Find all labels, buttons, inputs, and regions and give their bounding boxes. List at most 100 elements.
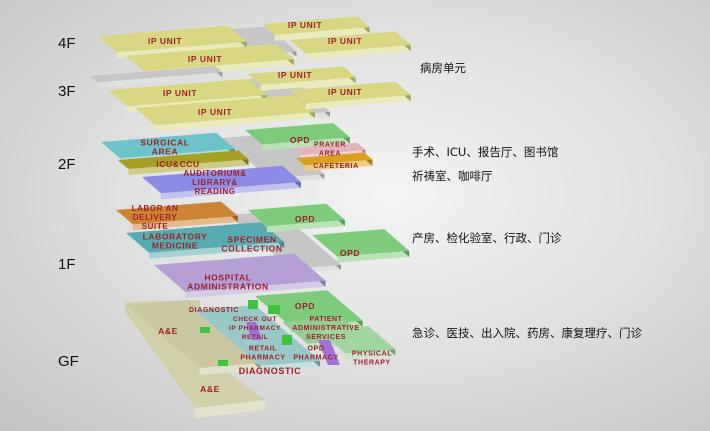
ip-unit-3f-c-front-face (154, 112, 315, 132)
ip-unit-4f-d-top-face (290, 31, 411, 54)
opd-1f-a-front-face (266, 219, 345, 233)
floor-label-gf: GF (58, 353, 79, 370)
corridor-2f-top-face (222, 133, 325, 179)
corridor-3f-left-top-face (90, 66, 223, 83)
description-gf: 急诊、医技、出入院、药房、康复理疗、门诊 (412, 326, 642, 340)
hospital-administration (154, 253, 326, 298)
opd-1f-a-top-face (248, 203, 345, 227)
opd-pharmacy-label-line: OPD (308, 346, 325, 353)
prayer-area-label-line: PRAYER (314, 142, 346, 149)
patient-admin-label: PATIENT ADMINISTRATIVE SERVICES (292, 316, 359, 341)
auditorium-label-line: READING (194, 187, 235, 196)
retail-pharmacy-label-line: RETAIL (249, 346, 277, 353)
corridor-3f-left-front-face (97, 72, 223, 88)
ip-unit-label: IP UNIT (328, 36, 362, 46)
laboratory-medicine-top-face (126, 222, 285, 253)
ip-unit-3f-a-top-face (108, 78, 267, 107)
a-and-e-main-front-face (199, 363, 262, 375)
ip-unit-label: IP UNIT (288, 20, 322, 30)
green-marker (218, 360, 228, 366)
retail-pharmacy-label-line: PHARMACY (240, 355, 285, 362)
ip-unit-3f-b-top-face (248, 66, 356, 85)
labor-delivery-suite-front-face (132, 216, 238, 231)
icu-ccu-top-face (118, 150, 249, 169)
ip-unit-3f-d (290, 81, 411, 110)
a-and-e-main-top-face (126, 300, 262, 368)
labor-delivery-suite-top-face (116, 201, 238, 225)
opd-2f-front-face (261, 137, 350, 151)
pharmacy-pillar (318, 340, 340, 365)
patient-admin-label-line: ADMINISTRATIVE (292, 325, 359, 332)
auditorium-library-front-face (160, 182, 301, 200)
opd-label: OPD (295, 301, 315, 311)
green-marker (248, 300, 258, 309)
floor-label-3f: 3F (58, 83, 76, 100)
labor-delivery-label-line: LABOR AN (132, 204, 179, 213)
auditorium-label-line: AUDITORIUM& (183, 169, 246, 178)
floor-label-4f: 4F (58, 35, 76, 52)
ip-unit-4f-c-top-face (126, 44, 294, 72)
auditorium-library (142, 165, 301, 200)
physical-therapy-label-line: THERAPY (353, 360, 391, 367)
description-2f-line2: 祈祷室、咖啡厅 (412, 169, 493, 183)
ip-unit-label: IP UNIT (163, 88, 197, 98)
labor-delivery-label-line: DELIVERY (133, 213, 178, 222)
green-marker (282, 335, 292, 345)
ip-unit-4f-b-top-face (262, 16, 370, 35)
ip-unit-3f-b-front-face (260, 77, 356, 91)
ip-unit-4f-a-front-face (116, 41, 247, 59)
surgical-area-top-face (101, 132, 235, 159)
ip-unit-3f-b (248, 66, 356, 91)
icu-ccu-label: ICU&CCU (156, 159, 199, 169)
specimen-collection-label-line: COLLECTION (221, 244, 282, 254)
a-and-e-front-face (195, 400, 265, 418)
pharmacy-pillar (246, 322, 262, 340)
icu-ccu (118, 150, 249, 175)
ip-unit-3f-c-top-face (135, 95, 315, 126)
surgical-area-label-line: SURGICAL (140, 138, 189, 148)
checkout-pharmacy-label-line: IP PHARMACY (229, 325, 281, 332)
hospital-administration-label-line: HOSPITAL (204, 273, 251, 283)
description-1f: 产房、检化验室、行政、门诊 (412, 231, 562, 245)
opd-pharmacy-label: OPD PHARMACY (293, 346, 338, 362)
surgical-area-label-line: AREA (152, 147, 179, 157)
hospital-administration-label-line: ADMINISTRATION (187, 282, 268, 292)
diagnostic-front-face (260, 361, 321, 372)
laboratory-medicine (126, 222, 285, 259)
checkout-pharmacy-label-line: CHECK OUT (233, 316, 277, 323)
ip-unit-label: IP UNIT (148, 36, 182, 46)
ip-unit-3f-d-top-face (290, 81, 411, 104)
patient-admin-label-line: SERVICES (306, 334, 346, 341)
physical-therapy-front-face (345, 349, 396, 360)
ip-unit-label: IP UNIT (278, 70, 312, 80)
description-upper-floors: 病房单元 (420, 61, 466, 75)
ip-unit-4f-a-top-face (98, 25, 247, 53)
corridor-3f-left (90, 66, 223, 88)
floor-label-1f: 1F (58, 256, 76, 273)
laboratory-medicine-label-line: LABORATORY (143, 232, 208, 242)
laboratory-medicine-front-face (149, 242, 285, 259)
labor-delivery-label-line: SUITE (142, 222, 169, 231)
prayer-area-label-line: AREA (319, 151, 341, 158)
patient-admin-label-line: PATIENT (309, 316, 342, 323)
opd-2f (245, 122, 350, 151)
green-marker (268, 305, 280, 314)
retail-pharmacy-label: RETAIL PHARMACY (240, 346, 285, 362)
floor-label-2f: 2F (58, 156, 76, 173)
opd-label: OPD (290, 135, 310, 145)
opd-label: OPD (340, 248, 360, 258)
diagnostic-label: DIAGNOSTIC (239, 366, 302, 376)
opd-pharmacy-label-line: PHARMACY (293, 355, 338, 362)
opd-label: OPD (295, 214, 315, 224)
cafeteria-front-face (304, 159, 373, 172)
auditorium-library-top-face (142, 165, 301, 194)
opd-1f-b-top-face (312, 229, 410, 257)
ip-unit-3f-c (135, 95, 315, 132)
